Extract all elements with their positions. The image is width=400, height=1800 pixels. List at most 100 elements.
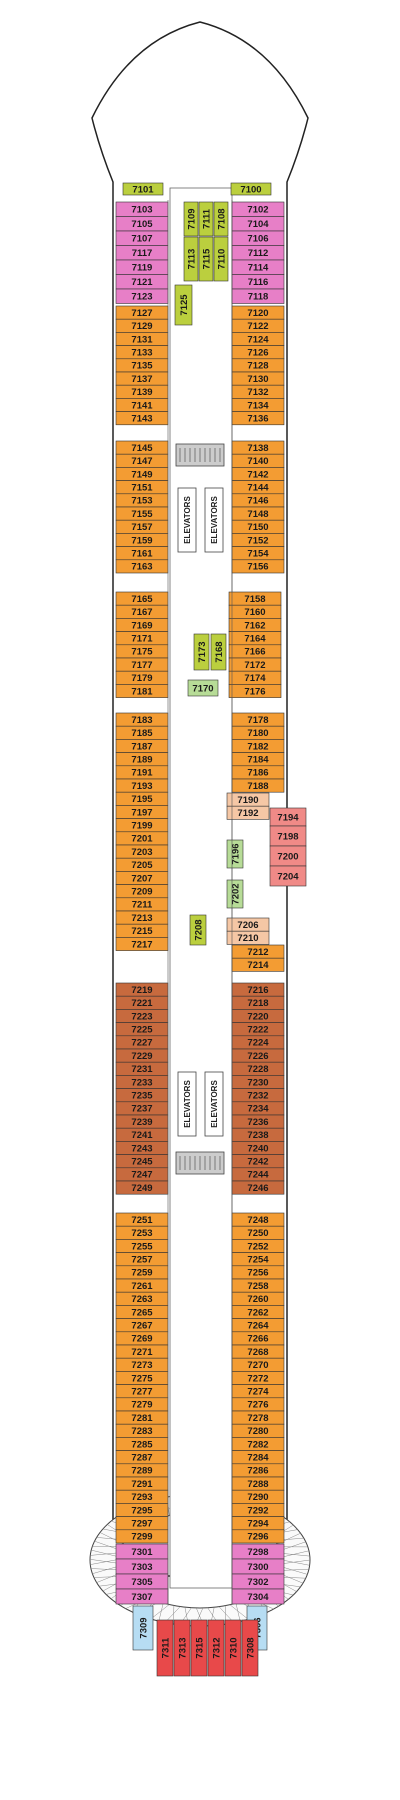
cabin-7132[interactable]: 7132 — [231, 384, 285, 399]
cabin-7237[interactable]: 7237 — [115, 1101, 169, 1116]
cabin-7128[interactable]: 7128 — [231, 358, 285, 373]
cabin-7107[interactable]: 7107 — [115, 230, 169, 246]
cabin-7169[interactable]: 7169 — [115, 618, 169, 632]
cabin-7110[interactable]: 7110 — [213, 236, 229, 282]
cabin-7304[interactable]: 7304 — [231, 1588, 285, 1605]
cabin-7268[interactable]: 7268 — [231, 1344, 285, 1359]
cabin-7213[interactable]: 7213 — [115, 910, 169, 925]
cabin-7308[interactable]: 7308 — [241, 1619, 259, 1677]
cabin-7173[interactable]: 7173 — [193, 633, 210, 671]
cabin-7286[interactable]: 7286 — [231, 1463, 285, 1478]
cabin-7179[interactable]: 7179 — [115, 670, 169, 685]
cabin-7281[interactable]: 7281 — [115, 1410, 169, 1425]
cabin-7151[interactable]: 7151 — [115, 480, 169, 495]
cabin-7218[interactable]: 7218 — [231, 995, 285, 1010]
cabin-7293[interactable]: 7293 — [115, 1489, 169, 1504]
cabin-7220[interactable]: 7220 — [231, 1009, 285, 1023]
cabin-7111[interactable]: 7111 — [198, 201, 214, 237]
cabin-7234[interactable]: 7234 — [231, 1101, 285, 1116]
cabin-7170[interactable]: 7170 — [187, 679, 219, 697]
cabin-7223[interactable]: 7223 — [115, 1009, 169, 1023]
cabin-7285[interactable]: 7285 — [115, 1437, 169, 1451]
cabin-7226[interactable]: 7226 — [231, 1048, 285, 1063]
cabin-7301[interactable]: 7301 — [115, 1543, 169, 1560]
cabin-7310[interactable]: 7310 — [224, 1619, 242, 1677]
cabin-7255[interactable]: 7255 — [115, 1239, 169, 1253]
cabin-7192[interactable]: 7192 — [226, 805, 270, 820]
cabin-7137[interactable]: 7137 — [115, 371, 169, 386]
cabin-7235[interactable]: 7235 — [115, 1088, 169, 1103]
cabin-7239[interactable]: 7239 — [115, 1114, 169, 1129]
cabin-7191[interactable]: 7191 — [115, 765, 169, 780]
cabin-7214[interactable]: 7214 — [231, 957, 285, 972]
cabin-7134[interactable]: 7134 — [231, 398, 285, 412]
cabin-7148[interactable]: 7148 — [231, 506, 285, 521]
cabin-7231[interactable]: 7231 — [115, 1061, 169, 1076]
cabin-7142[interactable]: 7142 — [231, 467, 285, 481]
cabin-7131[interactable]: 7131 — [115, 332, 169, 346]
cabin-7219[interactable]: 7219 — [115, 982, 169, 997]
cabin-7109[interactable]: 7109 — [183, 201, 199, 237]
cabin-7145[interactable]: 7145 — [115, 440, 169, 455]
cabin-7283[interactable]: 7283 — [115, 1423, 169, 1438]
cabin-7133[interactable]: 7133 — [115, 345, 169, 360]
cabin-7150[interactable]: 7150 — [231, 519, 285, 534]
cabin-7284[interactable]: 7284 — [231, 1450, 285, 1465]
cabin-7247[interactable]: 7247 — [115, 1167, 169, 1182]
cabin-7211[interactable]: 7211 — [115, 897, 169, 912]
cabin-7251[interactable]: 7251 — [115, 1212, 169, 1227]
cabin-7159[interactable]: 7159 — [115, 533, 169, 547]
cabin-7135[interactable]: 7135 — [115, 358, 169, 373]
cabin-7241[interactable]: 7241 — [115, 1127, 169, 1142]
cabin-7264[interactable]: 7264 — [231, 1318, 285, 1333]
cabin-7238[interactable]: 7238 — [231, 1127, 285, 1142]
cabin-7162[interactable]: 7162 — [228, 618, 282, 632]
cabin-7253[interactable]: 7253 — [115, 1225, 169, 1240]
cabin-7182[interactable]: 7182 — [231, 739, 285, 753]
cabin-7123[interactable]: 7123 — [115, 288, 169, 304]
cabin-7311[interactable]: 7311 — [156, 1619, 174, 1677]
cabin-7104[interactable]: 7104 — [231, 216, 285, 232]
cabin-7172[interactable]: 7172 — [228, 657, 282, 672]
cabin-7224[interactable]: 7224 — [231, 1035, 285, 1050]
cabin-7298[interactable]: 7298 — [231, 1543, 285, 1560]
cabin-7167[interactable]: 7167 — [115, 604, 169, 619]
cabin-7216[interactable]: 7216 — [231, 982, 285, 997]
cabin-7265[interactable]: 7265 — [115, 1305, 169, 1319]
cabin-7143[interactable]: 7143 — [115, 411, 169, 426]
cabin-7164[interactable]: 7164 — [228, 631, 282, 646]
cabin-7229[interactable]: 7229 — [115, 1048, 169, 1063]
cabin-7291[interactable]: 7291 — [115, 1476, 169, 1491]
cabin-7228[interactable]: 7228 — [231, 1061, 285, 1076]
cabin-7190[interactable]: 7190 — [226, 792, 270, 807]
cabin-7246[interactable]: 7246 — [231, 1180, 285, 1195]
cabin-7221[interactable]: 7221 — [115, 995, 169, 1010]
cabin-7203[interactable]: 7203 — [115, 844, 169, 859]
cabin-7282[interactable]: 7282 — [231, 1437, 285, 1451]
cabin-7183[interactable]: 7183 — [115, 712, 169, 727]
cabin-7177[interactable]: 7177 — [115, 657, 169, 672]
cabin-7112[interactable]: 7112 — [231, 245, 285, 261]
cabin-7160[interactable]: 7160 — [228, 604, 282, 619]
cabin-7175[interactable]: 7175 — [115, 644, 169, 659]
cabin-7287[interactable]: 7287 — [115, 1450, 169, 1465]
cabin-7140[interactable]: 7140 — [231, 453, 285, 468]
cabin-7115[interactable]: 7115 — [198, 236, 214, 282]
cabin-7157[interactable]: 7157 — [115, 519, 169, 534]
cabin-7288[interactable]: 7288 — [231, 1476, 285, 1491]
cabin-7262[interactable]: 7262 — [231, 1305, 285, 1319]
cabin-7125[interactable]: 7125 — [174, 284, 193, 326]
cabin-7279[interactable]: 7279 — [115, 1397, 169, 1412]
cabin-7197[interactable]: 7197 — [115, 805, 169, 819]
cabin-7252[interactable]: 7252 — [231, 1239, 285, 1253]
cabin-7290[interactable]: 7290 — [231, 1489, 285, 1504]
cabin-7256[interactable]: 7256 — [231, 1265, 285, 1280]
cabin-7278[interactable]: 7278 — [231, 1410, 285, 1425]
cabin-7198[interactable]: 7198 — [269, 825, 307, 847]
cabin-7280[interactable]: 7280 — [231, 1423, 285, 1438]
cabin-7100[interactable]: 7100 — [230, 182, 272, 195]
cabin-7201[interactable]: 7201 — [115, 831, 169, 846]
cabin-7208[interactable]: 7208 — [189, 914, 207, 946]
cabin-7194[interactable]: 7194 — [269, 807, 307, 827]
cabin-7121[interactable]: 7121 — [115, 274, 169, 290]
